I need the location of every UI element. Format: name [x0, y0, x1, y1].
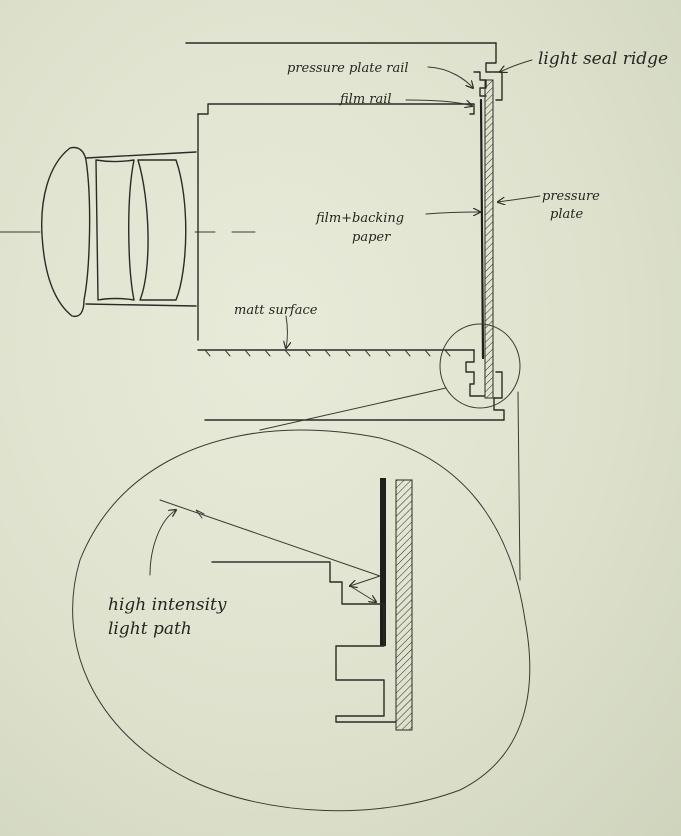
top-rails — [473, 71, 487, 97]
lens-element-2 — [95, 159, 135, 301]
camera-body — [185, 42, 505, 421]
magnified-detail — [211, 478, 413, 731]
label-pressure-plate-rail: pressure plate rail — [287, 61, 409, 76]
magnifier — [72, 323, 531, 812]
label-light-path-2: light path — [108, 619, 192, 639]
light-path — [149, 499, 381, 602]
lens-element-3 — [137, 159, 187, 301]
detail-rail-profile — [211, 561, 397, 723]
matt-surface-hatch — [204, 349, 451, 357]
leader-lines — [286, 59, 541, 348]
label-pressure-plate-1: pressure — [542, 189, 600, 204]
annotation-labels: pressure plate rail light seal ridge fil… — [108, 49, 668, 639]
label-film-backing-1: film+backing — [315, 211, 404, 226]
label-matt-surface: matt surface — [234, 303, 318, 318]
lens-group — [41, 146, 199, 318]
zoom-circle-small — [439, 323, 521, 409]
film-gate-assembly — [473, 71, 505, 421]
label-light-path-1: high intensity — [108, 595, 227, 615]
label-film-rail: film rail — [339, 92, 392, 107]
light-path-pointer — [149, 510, 176, 576]
film-backing-paper — [479, 98, 485, 360]
label-pressure-plate-2: plate — [550, 207, 583, 222]
zoom-circle-large — [72, 429, 531, 812]
inner-box-top — [197, 103, 475, 115]
detail-film — [380, 478, 386, 646]
label-light-seal-ridge: light seal ridge — [538, 49, 668, 69]
label-film-backing-2: paper — [352, 230, 391, 245]
detail-pressure-plate — [395, 479, 413, 731]
front-lens-element — [41, 146, 91, 318]
pressure-plate-hatched — [484, 79, 494, 399]
